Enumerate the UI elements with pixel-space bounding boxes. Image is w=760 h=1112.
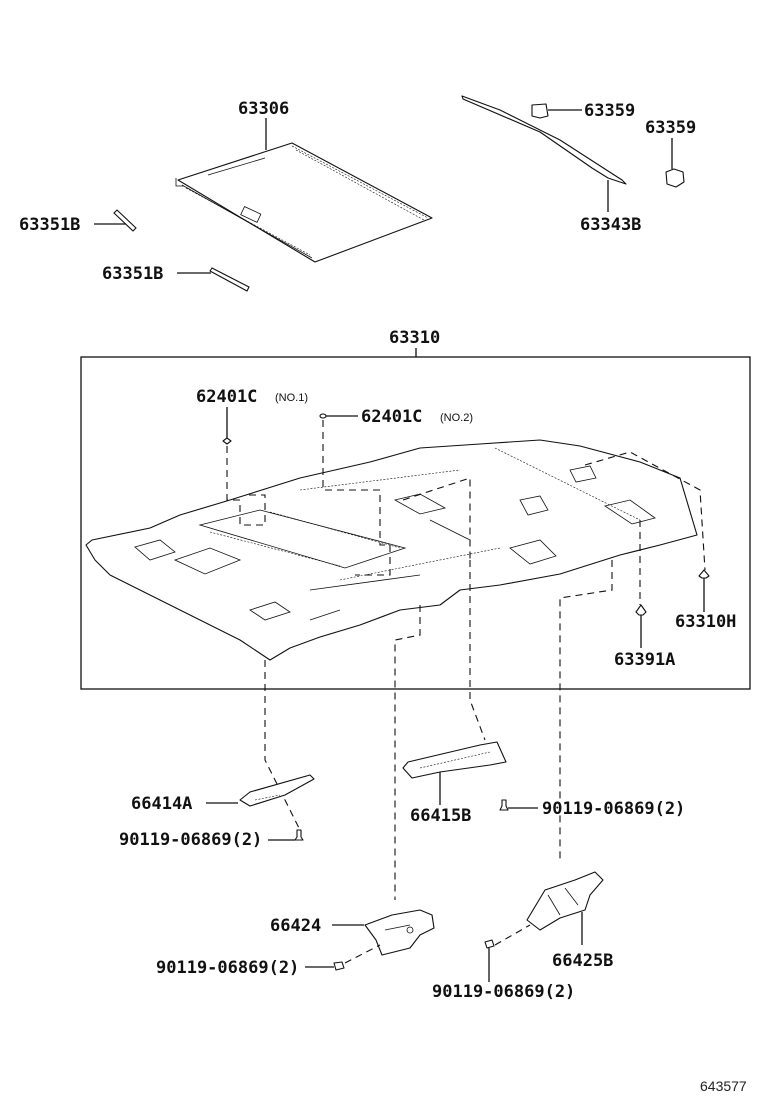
part-label-63351b-lower[interactable]: 63351B	[102, 264, 163, 284]
assist-grip-66415b[interactable]	[402, 741, 507, 779]
screw-1[interactable]	[294, 829, 304, 841]
part-label-screw-1[interactable]: 90119-06869(2)	[119, 830, 262, 850]
rail-lower[interactable]	[209, 267, 250, 292]
stopper-a[interactable]	[531, 103, 549, 119]
part-label-66425b[interactable]: 66425B	[552, 951, 613, 971]
headliner-group-frame	[80, 356, 751, 690]
clip-63310h[interactable]	[698, 569, 710, 579]
assembly-line	[402, 477, 471, 560]
figure-number: 643577	[700, 1078, 747, 1094]
part-label-63306[interactable]: 63306	[238, 99, 289, 119]
assembly-line	[559, 560, 613, 860]
part-note-no1: (NO.1)	[275, 392, 308, 404]
assembly-line	[394, 605, 421, 900]
assembly-line	[494, 924, 531, 946]
assembly-line	[226, 446, 266, 526]
assembly-line	[344, 944, 381, 964]
assist-grip-66414a[interactable]	[239, 774, 315, 807]
screw-4[interactable]	[484, 939, 495, 949]
part-label-screw-2[interactable]: 90119-06869(2)	[542, 799, 685, 819]
screw-3[interactable]	[333, 961, 345, 971]
part-label-66415b[interactable]: 66415B	[410, 806, 471, 826]
part-label-63310[interactable]: 63310	[389, 328, 440, 348]
part-label-63359-b[interactable]: 63359	[645, 118, 696, 138]
part-note-no2: (NO.2)	[440, 412, 473, 424]
part-label-63310h[interactable]: 63310H	[675, 612, 736, 632]
clip-no2[interactable]	[319, 413, 327, 419]
weatherstrip[interactable]	[461, 95, 627, 185]
assembly-line	[469, 560, 486, 741]
headliner[interactable]	[85, 439, 698, 661]
part-label-62401c-no2[interactable]: 62401C	[361, 407, 422, 427]
part-label-63351b-upper[interactable]: 63351B	[19, 215, 80, 235]
part-label-63343b[interactable]: 63343B	[580, 215, 641, 235]
part-label-66424[interactable]: 66424	[270, 916, 321, 936]
pillar-trim-66425b[interactable]	[526, 871, 604, 931]
part-label-screw-4[interactable]: 90119-06869(2)	[432, 982, 575, 1002]
assembly-line	[322, 420, 391, 576]
clip-63391a[interactable]	[635, 604, 647, 616]
part-label-63359-a[interactable]: 63359	[584, 101, 635, 121]
part-label-screw-3[interactable]: 90119-06869(2)	[156, 958, 299, 978]
pillar-trim-66424[interactable]	[364, 909, 435, 956]
rail-upper[interactable]	[113, 209, 137, 232]
clip-no1[interactable]	[222, 437, 232, 445]
sunshade-panel[interactable]	[175, 142, 433, 263]
stopper-b[interactable]	[665, 168, 685, 188]
part-label-66414a[interactable]: 66414A	[131, 794, 192, 814]
part-label-62401c-no1[interactable]: 62401C	[196, 387, 257, 407]
assembly-line	[264, 660, 301, 831]
part-label-63391a[interactable]: 63391A	[614, 650, 675, 670]
screw-2[interactable]	[499, 799, 509, 811]
assembly-line	[584, 451, 706, 571]
